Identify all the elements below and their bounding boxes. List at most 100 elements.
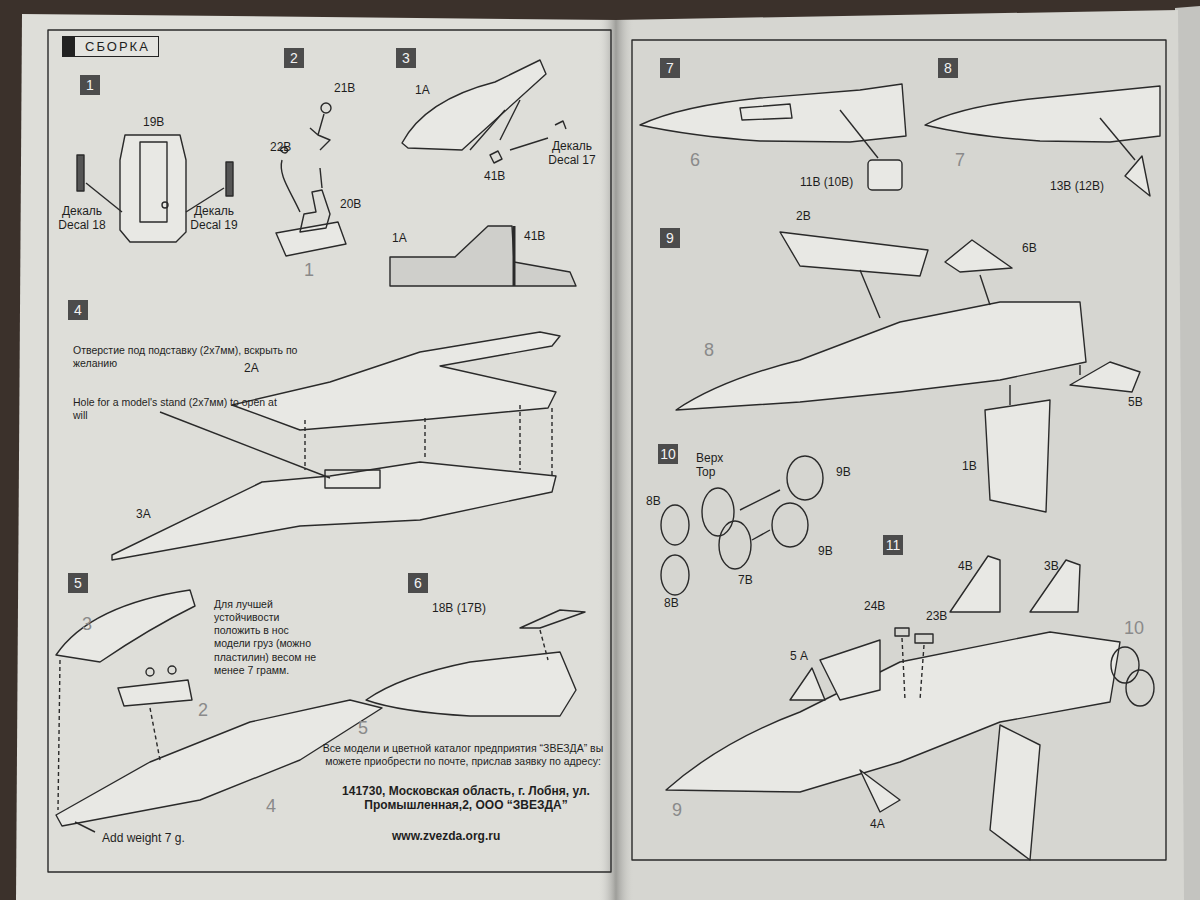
line-art bbox=[300, 190, 330, 232]
part-number: 6В bbox=[1022, 242, 1037, 256]
part-number: 5 А bbox=[790, 650, 808, 664]
part-number: 19В bbox=[143, 116, 164, 130]
line-art bbox=[402, 60, 546, 150]
part-number: 8В bbox=[664, 597, 679, 611]
line-art bbox=[945, 240, 1012, 272]
line-art bbox=[160, 412, 330, 478]
line-art bbox=[56, 590, 195, 662]
part-number: 11В (10В) bbox=[800, 176, 853, 190]
line-art bbox=[321, 103, 331, 113]
line-art bbox=[895, 628, 909, 636]
line-art bbox=[860, 770, 900, 812]
line-art bbox=[513, 226, 516, 286]
line-art bbox=[1111, 647, 1139, 683]
line-art bbox=[598, 20, 634, 900]
part-number: 21В bbox=[334, 82, 355, 96]
line-art bbox=[902, 638, 924, 700]
step-number: 2 bbox=[284, 48, 304, 68]
nose-sections bbox=[640, 84, 1160, 196]
line-art bbox=[390, 226, 576, 286]
note-text: Hole for a model's stand (2x7мм) to open… bbox=[73, 396, 288, 422]
line-art bbox=[520, 610, 585, 628]
line-art bbox=[540, 630, 548, 660]
line-art bbox=[985, 400, 1050, 512]
callout-number: 5 bbox=[358, 718, 368, 739]
paper bbox=[16, 6, 1200, 900]
line-art bbox=[281, 160, 300, 212]
decal-label: Декаль Decal 18 bbox=[58, 205, 106, 233]
part-number: 9В bbox=[836, 466, 851, 480]
part-number: 20В bbox=[340, 198, 361, 212]
part-number: 7В bbox=[738, 574, 753, 588]
line-art bbox=[58, 660, 160, 810]
line-art bbox=[140, 142, 167, 222]
orientation-label: Верх Top bbox=[696, 452, 730, 480]
line-art bbox=[320, 168, 322, 188]
seat-assembly bbox=[276, 103, 346, 256]
line-art bbox=[868, 160, 902, 190]
canopy bbox=[390, 60, 576, 286]
line-art bbox=[740, 104, 792, 120]
step-number: 7 bbox=[660, 58, 680, 78]
line-art bbox=[276, 222, 346, 256]
line-art bbox=[118, 680, 192, 706]
line-art bbox=[112, 462, 556, 560]
note-text: Для лучшей устойчивости положить в нос м… bbox=[214, 598, 320, 677]
line-art bbox=[950, 556, 1000, 612]
line-art bbox=[719, 521, 751, 569]
line-art bbox=[990, 725, 1040, 860]
line-art bbox=[1126, 670, 1154, 706]
callout-number: 3 bbox=[82, 614, 92, 635]
line-art bbox=[305, 405, 552, 478]
step-number: 6 bbox=[408, 573, 428, 593]
line-art bbox=[632, 40, 1166, 860]
step-number: 4 bbox=[68, 300, 88, 320]
part-number: 2А bbox=[244, 362, 259, 376]
line-art bbox=[366, 652, 576, 716]
callout-number: 6 bbox=[690, 150, 700, 171]
address-text: 141730, Московская область, г. Лобня, ул… bbox=[330, 785, 602, 813]
line-art bbox=[16, 14, 616, 900]
note-text: Отверстие под подставку (2х7мм), вскрыть… bbox=[73, 344, 298, 370]
line-art bbox=[490, 151, 502, 163]
part-number: 23В bbox=[926, 610, 947, 624]
fuselage-halves bbox=[112, 332, 560, 560]
line-art bbox=[661, 505, 689, 545]
line-art bbox=[840, 110, 878, 158]
line-art bbox=[325, 470, 380, 488]
part-number: 18В (17В) bbox=[432, 602, 486, 616]
part-number: 9В bbox=[818, 545, 833, 559]
nozzles bbox=[661, 456, 823, 595]
step-number: 3 bbox=[396, 48, 416, 68]
part-number: 41В bbox=[484, 170, 505, 184]
step-number: 5 bbox=[68, 573, 88, 593]
callout-number: 10 bbox=[1124, 618, 1144, 639]
part-number: 1А bbox=[415, 84, 430, 98]
line-art bbox=[860, 270, 1080, 405]
part-number: 4А bbox=[870, 818, 885, 832]
callout-number: 7 bbox=[955, 150, 965, 171]
line-art bbox=[226, 162, 233, 196]
part-number: 3А bbox=[136, 508, 151, 522]
line-art bbox=[162, 202, 168, 208]
step-number: 11 bbox=[883, 535, 903, 555]
line-art bbox=[787, 456, 823, 500]
callout-number: 1 bbox=[304, 260, 314, 281]
part-number: 5В bbox=[1128, 396, 1143, 410]
assembly-5 bbox=[56, 590, 382, 832]
step-number: 10 bbox=[658, 444, 678, 464]
final-assembly bbox=[666, 556, 1154, 860]
line-art bbox=[120, 135, 186, 242]
assembly-6 bbox=[366, 610, 585, 716]
line-art bbox=[702, 488, 734, 536]
line-art bbox=[146, 668, 154, 676]
decal-label: Декаль Decal 17 bbox=[548, 140, 596, 168]
decal-label: Декаль Decal 19 bbox=[190, 205, 238, 233]
part-number: 8В bbox=[646, 495, 661, 509]
line-art bbox=[780, 232, 928, 276]
part-number: 24В bbox=[864, 600, 885, 614]
part-number: 1В bbox=[962, 460, 977, 474]
wing-assembly bbox=[676, 232, 1140, 512]
line-art bbox=[1100, 118, 1135, 160]
line-art bbox=[310, 114, 330, 150]
